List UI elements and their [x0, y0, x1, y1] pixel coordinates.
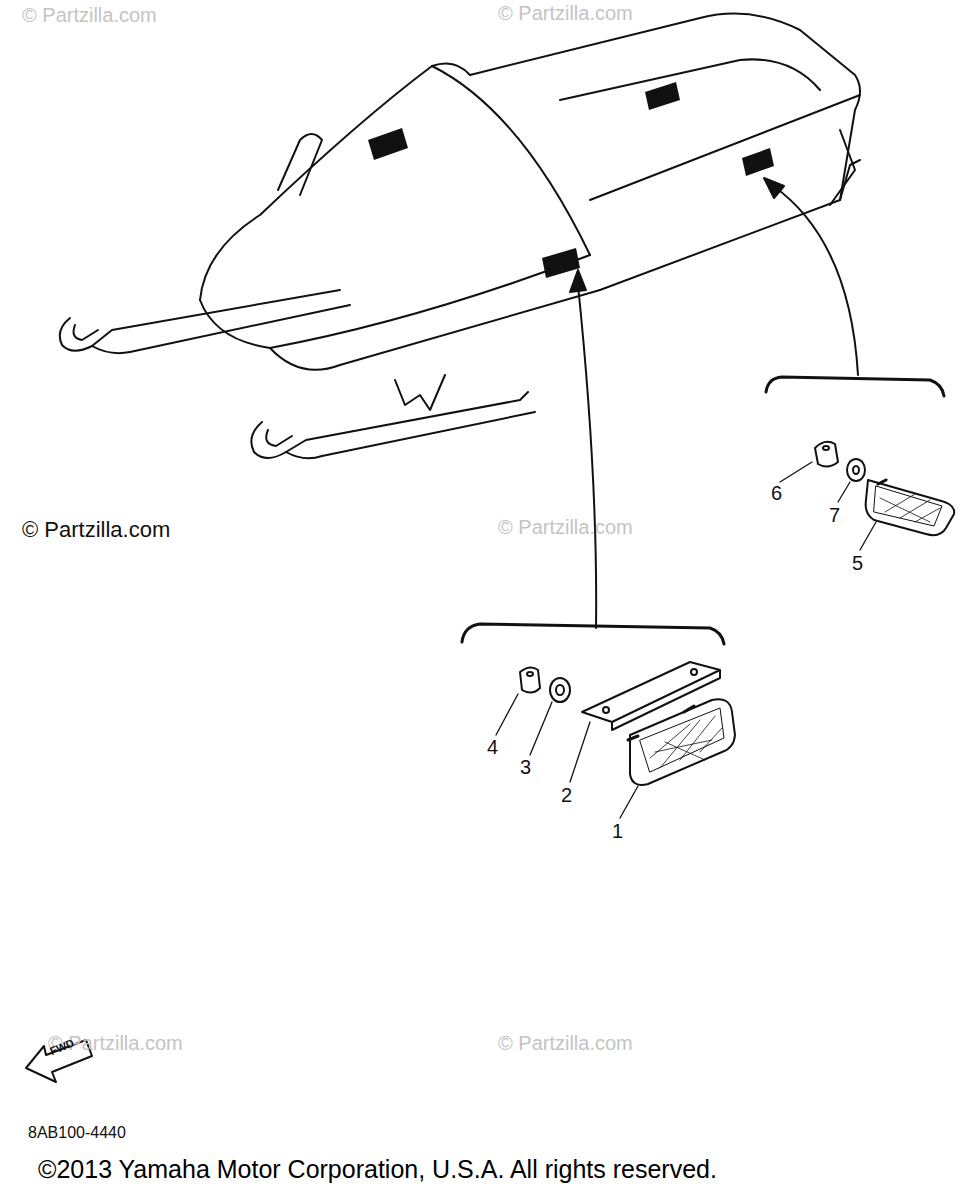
watermark: © Partzilla.com: [498, 516, 633, 538]
arrow-head: [570, 270, 586, 292]
pointer-arrow: [578, 285, 596, 628]
body-bottom: [600, 160, 860, 290]
reflector-plate: [582, 662, 720, 730]
watermark: © Partzilla.com: [498, 2, 633, 24]
nut-hole: [527, 672, 533, 676]
watermark: © Partzilla.com: [498, 1032, 633, 1054]
washer-hole: [556, 685, 564, 695]
ski: [286, 412, 535, 458]
leader-line: [860, 522, 876, 550]
seat: [470, 14, 860, 200]
reflector: [630, 699, 735, 785]
plate-hole: [691, 669, 697, 675]
reflector: [866, 480, 955, 535]
group-bracket: [766, 377, 944, 396]
body-line: [590, 95, 860, 200]
callout-number: 7: [829, 504, 840, 526]
reflector-mark: [742, 148, 774, 176]
reflector-mark: [368, 128, 408, 160]
reflector-lens: [874, 486, 942, 526]
hood-bottom: [200, 255, 590, 348]
leader-line: [530, 702, 552, 755]
callout-number: 3: [520, 756, 531, 778]
hood: [200, 63, 470, 300]
hood-lower: [270, 290, 600, 370]
callout-number: 4: [487, 736, 498, 758]
hatch: [650, 716, 722, 768]
ski-loop: [266, 430, 292, 446]
callout-number: 5: [852, 552, 863, 574]
watermark: © Partzilla.com: [22, 4, 157, 26]
ski-loop: [74, 325, 98, 340]
reflector-mark: [645, 82, 680, 110]
nut-hole: [823, 446, 829, 450]
leader-line: [780, 462, 812, 482]
group-bracket: [462, 624, 724, 644]
washer: [847, 459, 865, 481]
callout-number: 6: [771, 482, 782, 504]
callout-number: 1: [612, 820, 623, 842]
nut: [520, 667, 540, 692]
leader-line: [838, 482, 850, 502]
nut: [815, 442, 838, 467]
ski: [251, 392, 528, 458]
seat-line: [560, 59, 820, 100]
leader-line: [620, 786, 638, 818]
copyright-caption: ©2013 Yamaha Motor Corporation, U.S.A. A…: [38, 1156, 717, 1184]
stud: [878, 480, 886, 484]
callout-number: 2: [561, 784, 572, 806]
reflector-lens: [640, 708, 724, 772]
hatch: [880, 494, 940, 522]
watermark: © Partzilla.com: [22, 518, 170, 542]
snow-flap: [830, 130, 855, 205]
arrow-head: [764, 178, 784, 198]
plate-hole: [603, 707, 609, 713]
washer: [550, 678, 570, 702]
ski-strut: [395, 375, 445, 410]
diagram-code: 8AB100-4440: [28, 1124, 126, 1142]
washer-hole: [853, 466, 859, 474]
reflector-mark: [542, 248, 580, 278]
leader-line: [496, 694, 518, 735]
leader-line: [570, 722, 590, 782]
pointer-arrow: [772, 185, 858, 375]
stud: [628, 706, 694, 740]
hood-side: [432, 66, 590, 255]
